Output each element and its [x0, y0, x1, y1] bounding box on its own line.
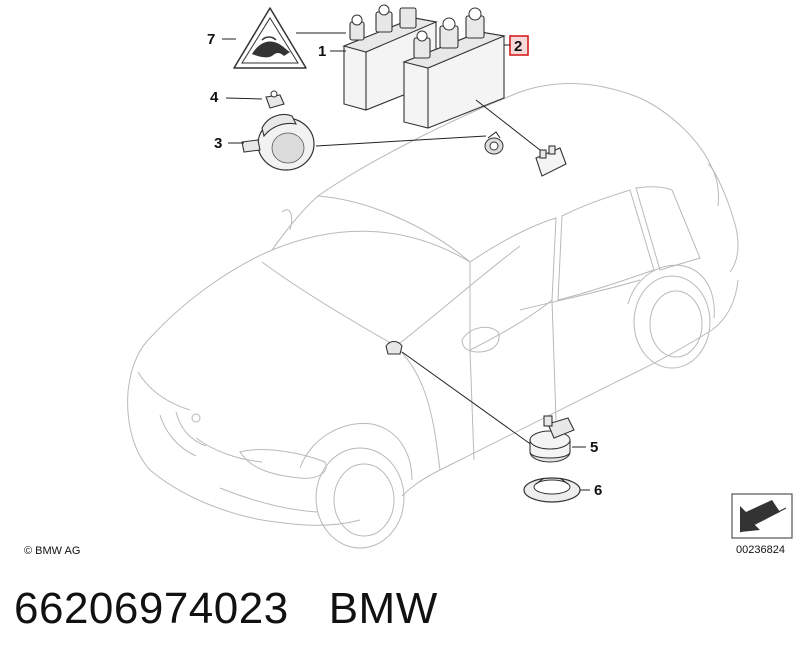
- dash-sensor: [484, 131, 504, 155]
- part-number-caption: 66206974023 BMW: [14, 584, 438, 634]
- copyright-text: © BMW AG: [24, 545, 80, 557]
- sensor-part-5: [529, 415, 575, 463]
- clip-part-4: [265, 90, 285, 109]
- callout-3: 3: [214, 135, 222, 152]
- interior-clip: [385, 340, 403, 355]
- callout-7: 7: [207, 31, 215, 48]
- callout-1: 1: [318, 43, 326, 60]
- part-number: 66206974023: [14, 584, 289, 633]
- mounting-ring-part-6: [523, 477, 581, 503]
- warning-triangle-label-part: [233, 7, 307, 69]
- car-outline-drawing: [127, 82, 739, 549]
- brand-name: BMW: [328, 584, 438, 633]
- image-code: 00236824: [736, 544, 785, 556]
- view-direction-icon: [731, 493, 793, 539]
- callout-4: 4: [210, 89, 219, 106]
- connector-module: [535, 145, 567, 177]
- callout-2: 2: [514, 38, 522, 55]
- speaker-part-3: [241, 113, 315, 171]
- callout-6: 6: [594, 482, 602, 499]
- control-unit-part-2: [402, 7, 506, 129]
- callout-5: 5: [590, 439, 598, 456]
